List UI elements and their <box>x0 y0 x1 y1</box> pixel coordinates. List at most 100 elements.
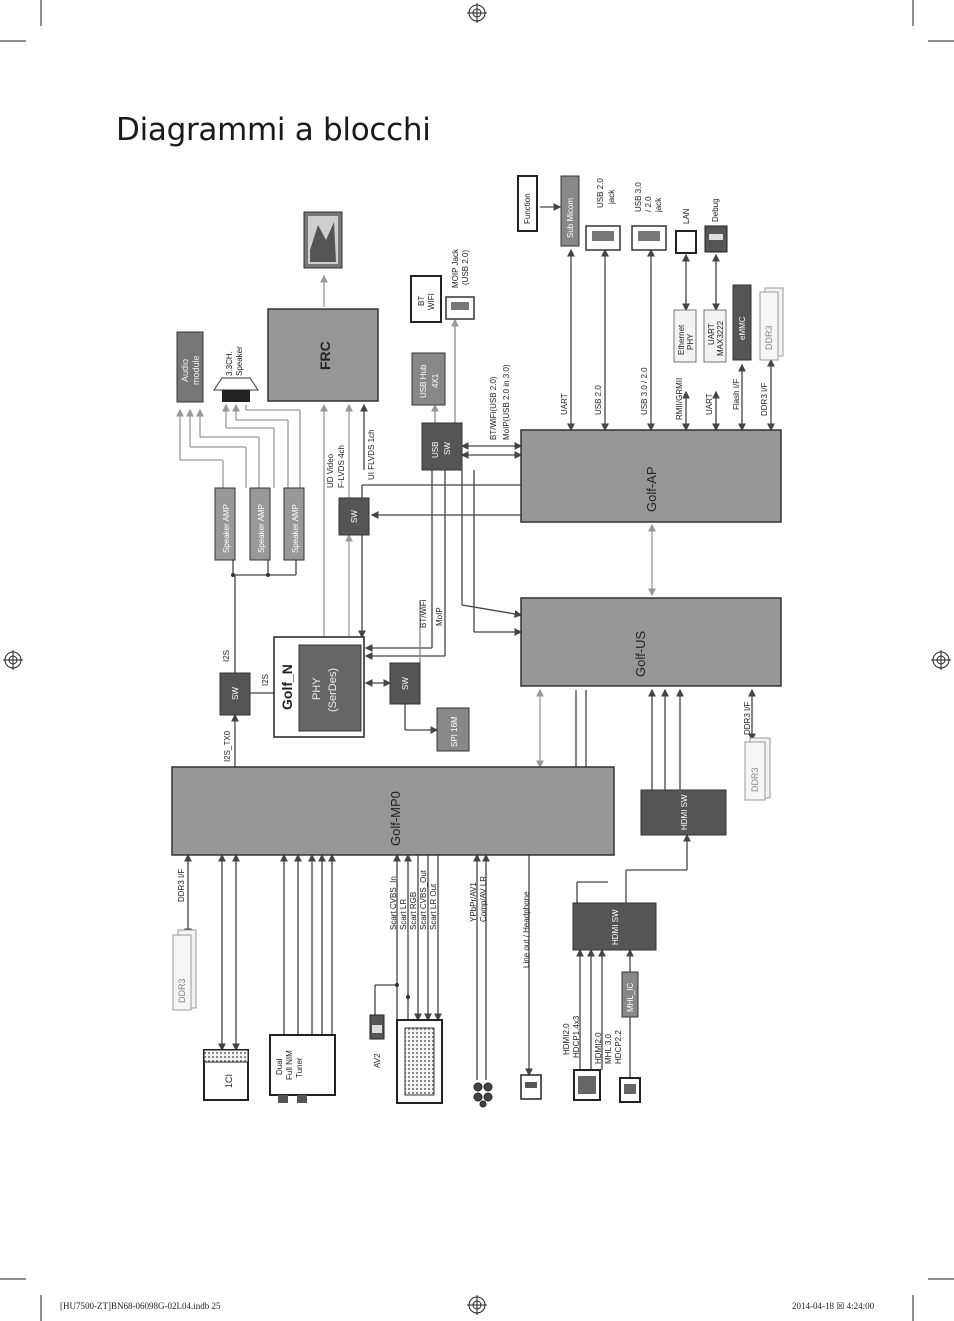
audio-module-block <box>176 331 204 403</box>
speaker-amp-2 <box>249 487 271 561</box>
ddr3-ap-label: DDR3 <box>764 325 774 350</box>
i2s-label-right: I2S <box>261 674 270 686</box>
spi-flash-block <box>436 707 470 752</box>
usb-switch-label-2: SW <box>443 442 452 455</box>
av2-label: AV2 <box>373 1053 382 1068</box>
uart-max3222-block <box>703 309 727 363</box>
golf-n-label: Golf_N <box>279 664 295 710</box>
debug-label: Debug <box>711 198 720 222</box>
speaker-label-1: 3.3CH. <box>225 351 234 376</box>
usb-hub-label-2: 4X1 <box>431 373 440 388</box>
bt-wifi-module <box>410 275 442 323</box>
lan-jack-icon <box>675 230 697 254</box>
emmc-label: eMMC <box>738 316 747 340</box>
bt-wifi-usb-label-1: BT/WiFi(USB 2.0) <box>489 376 498 440</box>
ypbpr-label-2: Comp/AV LR <box>479 876 488 922</box>
scart-label-1: Scart CVBS_In <box>389 876 398 930</box>
frc-block <box>267 308 379 402</box>
rca-jacks-icon <box>473 1082 493 1108</box>
scart-pins <box>404 1027 435 1096</box>
flash-if-label: Flash I/F <box>732 379 741 410</box>
golf-ap-block <box>520 429 782 523</box>
bt-wifi-line-label: BT/WiFi <box>419 599 428 628</box>
ddr3-mp0-label: DDR3 <box>177 978 187 1003</box>
mhl-ic-block <box>621 971 639 1018</box>
golf-us-label: Golf-US <box>633 630 648 677</box>
uart-label-2: UART <box>705 393 714 415</box>
hdmi-switch-upper-label: HDMI SW <box>680 794 689 830</box>
ddr3-if-label-us: DDR3 I/F <box>743 702 752 735</box>
hdmi-b-label-1: HDMI2.0 <box>594 1032 603 1064</box>
rmii-label: RMII/GRMII <box>675 378 684 420</box>
i2s-label-top: I2S <box>222 650 231 662</box>
hdmi-mhl-port-body <box>624 1084 636 1094</box>
usb-switch-label-1: USB <box>431 442 440 458</box>
mhl-ic-label: MHL_IC <box>626 982 635 1012</box>
junction-dots <box>231 573 410 999</box>
speaker-amp-1-label: Speaker AMP <box>222 504 231 553</box>
uart-label: UART <box>560 393 569 415</box>
ypbpr-label-1: YPbPr/AV1 <box>469 882 478 922</box>
usb20-label: USB 2.0 <box>594 385 603 415</box>
hdmi-a-label-1: HDMI2.0 <box>562 1023 571 1055</box>
usb30-jack-label-1: USB 3.0 <box>634 182 643 212</box>
emmc-block <box>732 284 752 361</box>
speaker-amp-3 <box>283 487 305 561</box>
speaker-amp-2-label: Speaker AMP <box>257 504 266 553</box>
i2s-tx0-label: I2S_TX0 <box>223 730 232 762</box>
ddr3-if-label-mp0: DDR3 I/F <box>177 869 186 902</box>
usb30-jack-label-2: / 2.0 <box>644 196 653 212</box>
hdmi-b-label-3: HDCP2.2 <box>614 1030 623 1064</box>
tuner-connector-2 <box>297 1095 307 1103</box>
lan-label: LAN <box>682 208 691 224</box>
golf-mp0-label: Golf-MP0 <box>388 791 403 846</box>
golfn-switch-label: SW <box>401 677 410 690</box>
hdmi-switch-upper <box>640 789 727 836</box>
display-image <box>310 222 336 262</box>
i2s-switch-block <box>219 672 251 716</box>
lineout-label: Line out / Headphone <box>522 891 531 968</box>
serdes-label: (SerDes) <box>327 668 339 712</box>
tuner-connector-1 <box>278 1095 288 1103</box>
usb-hub-block <box>411 352 446 406</box>
golf-ap-label: Golf-AP <box>644 466 659 512</box>
speaker-icon <box>213 377 259 391</box>
ddr3-if-label-ap: DDR3 I/F <box>760 383 769 416</box>
hdmi-ports-body <box>578 1076 596 1094</box>
ci-slot-contacts <box>203 1049 249 1063</box>
footer-file-info: [HU7500-ZT]BN68-06098G-02L04.indb 25 <box>60 1301 221 1311</box>
ddr3-us-block <box>744 741 766 801</box>
av2-jack-tip <box>372 1025 382 1033</box>
usb20-jack-label-2: jack <box>607 189 616 205</box>
ddr3-mp0-block <box>172 934 192 1011</box>
registration-mark-right <box>931 650 951 670</box>
registration-mark-top <box>467 3 487 23</box>
audio-module-label-2: module <box>191 355 201 385</box>
tuner-label-3: Tuner <box>295 1057 304 1078</box>
hdmi-a-label-2: HDCP1.4x3 <box>572 1015 581 1058</box>
scart-label-4: Scart CVBS_Out <box>419 869 428 930</box>
phy-label: PHY <box>311 677 323 700</box>
debug-connector-port <box>709 234 723 240</box>
video-switch-block <box>338 497 370 536</box>
speaker-amp-1 <box>214 487 236 561</box>
usb-switch-block <box>421 422 463 471</box>
scart-label-2: Scart LR <box>399 899 408 930</box>
audio-module-label-1: Audio <box>180 359 190 382</box>
sub-micom-block <box>560 175 580 247</box>
f-lvds-label: F-LVDS 4ch <box>337 445 346 488</box>
speaker-label-2: Speaker <box>235 346 244 376</box>
ddr3-ap-block <box>759 291 779 361</box>
ethernet-phy-block <box>673 309 697 363</box>
usb20-jack-icon <box>585 225 621 251</box>
uart-max-label-1: UART <box>707 323 716 345</box>
tuner-block <box>269 1034 336 1096</box>
usb30-jack-port <box>638 231 660 241</box>
speaker-body <box>222 390 250 402</box>
usb20-jack-label-1: USB 2.0 <box>596 178 605 208</box>
phy-serdes-block <box>298 644 362 732</box>
bt-wifi-label-2: WIFI <box>427 293 436 310</box>
moip-jack-label-1: MOIP Jack <box>451 248 460 288</box>
